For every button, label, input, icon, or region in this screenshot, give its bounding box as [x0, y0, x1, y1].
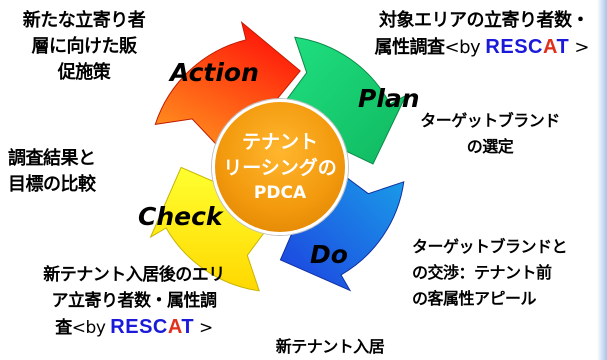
label-new-tenant-move-in: 新テナント入居: [275, 337, 385, 356]
rescat-logo: RESCAT: [110, 316, 195, 338]
right-edge-strip: [597, 0, 607, 360]
rescat-logo: RESCAT: [485, 36, 570, 58]
label-post-move-in-survey: 新テナント入居後のエリ ア立寄り者数・属性調 査<by RESCAT >: [43, 265, 225, 338]
phase-label-do: Do: [310, 240, 348, 269]
center-title-line2: リーシングの: [223, 157, 337, 179]
center-title-line3: PDCA: [253, 183, 307, 203]
label-target-brand-selection: ターゲットブランド の選定: [420, 111, 560, 156]
phase-label-action: Action: [170, 58, 259, 87]
center-title-line1: テナント: [241, 131, 318, 153]
pdca-center-circle: テナント リーシングの PDCA: [212, 99, 348, 235]
label-brand-negotiation: ターゲットブランドと の交渉：テナント前 の客属性アピール: [412, 237, 568, 308]
label-area-visitor-survey: 対象エリアの立寄り者数・ 属性調査<by RESCAT >: [374, 10, 590, 58]
label-compare-results-goals: 調査結果と 目標の比較: [8, 148, 96, 195]
label-new-visitor-promotion: 新たな立寄り者 層に向けた販 促施策: [22, 10, 146, 83]
phase-label-plan: Plan: [358, 84, 420, 113]
phase-label-check: Check: [138, 202, 223, 231]
